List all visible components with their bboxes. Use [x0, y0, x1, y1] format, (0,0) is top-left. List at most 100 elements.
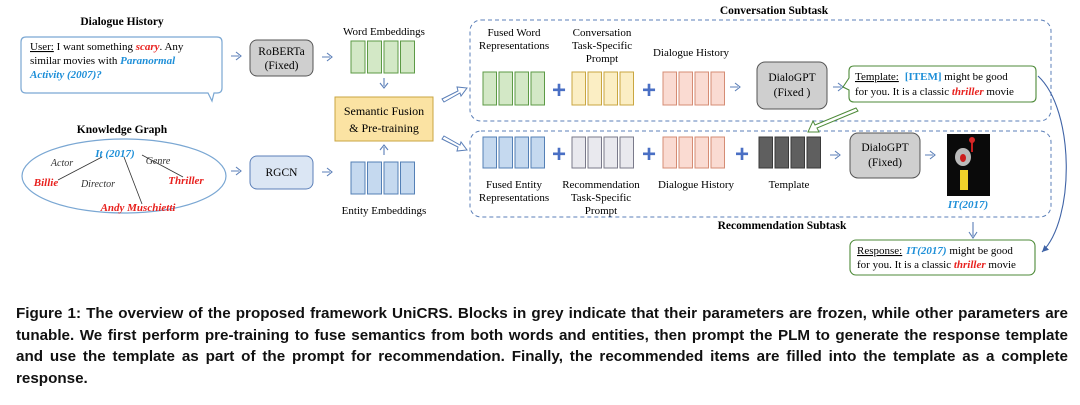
rec-history-label: Dialogue History: [658, 179, 735, 191]
fused-entity-block: [514, 136, 529, 169]
response-line-1: Response:IT(2017) might be good: [857, 245, 1013, 257]
arrow-to-dialogpt2: [830, 150, 841, 160]
fused-entity-block: [498, 136, 513, 169]
word-embedding-block: [367, 40, 382, 74]
kg-director-node: Andy Muschietti: [100, 202, 177, 214]
fused-entity-block: [530, 136, 545, 169]
plus-sign: +: [642, 77, 656, 104]
kg-center-node: It (2017): [94, 148, 134, 160]
entity-embedding-block: [350, 161, 366, 195]
arrow-fusion-to-conversation: [441, 86, 468, 103]
fusion-label-1: Semantic Fusion: [344, 104, 424, 118]
plus-sign: +: [735, 141, 749, 168]
recommendation-blocks: + + +: [482, 136, 821, 169]
edge-genre: [141, 154, 184, 178]
roberta-block: [249, 39, 314, 77]
arrow-fusion-to-recommendation: [441, 135, 468, 152]
conversation-subtask-title: Conversation Subtask: [720, 5, 829, 17]
dialogpt-recommendation-block: [849, 132, 921, 179]
template-bubble: [842, 65, 1037, 103]
word-embedding-block: [350, 40, 366, 74]
template-block: [806, 136, 821, 169]
recommendation-history-block: [694, 136, 709, 169]
conversation-blocks: ++: [482, 71, 725, 106]
recommendation-prompt-block: [603, 136, 618, 169]
word-embedding-block: [400, 40, 415, 74]
roberta-label: RoBERTa: [258, 46, 304, 58]
small-arrows: [231, 51, 936, 177]
template-block: [790, 136, 805, 169]
conv-history-label: Dialogue History: [653, 47, 730, 59]
fused-entity-block: [482, 136, 497, 169]
arrow-word-to-fusion: [379, 78, 389, 89]
arrow-dialogpt2-to-poster: [925, 150, 936, 160]
word-embedding-block: [383, 40, 399, 74]
figure-caption: Figure 1: The overview of the proposed f…: [16, 305, 1068, 387]
dialogue-bubble: [20, 36, 223, 103]
dialogue-line-2: similar movies with Paranormal: [30, 55, 176, 67]
arrow-dialogpt1-to-template: [833, 82, 844, 92]
arrow-to-dialogpt1: [730, 82, 741, 92]
edge-director: [123, 156, 143, 205]
dialogpt1-fixed-label: (Fixed ): [774, 87, 811, 99]
kg-genre-relation: Genre: [146, 156, 171, 167]
entity-embedding-block: [383, 161, 399, 195]
conversation-prompt-block: [619, 71, 634, 106]
knowledge-graph-title: Knowledge Graph: [77, 124, 168, 136]
kg-genre-node: Thriller: [168, 175, 204, 187]
kg-actor-relation: Actor: [50, 158, 73, 169]
roberta-fixed-label: (Fixed): [265, 60, 299, 72]
conversation-history-block: [678, 71, 693, 106]
edge-actor: [57, 156, 103, 181]
conversation-history-block: [694, 71, 709, 106]
fused-word-label-1: Fused Word: [488, 27, 541, 39]
arrow-entity-to-fusion: [379, 144, 389, 155]
kg-director-relation: Director: [80, 179, 115, 190]
rec-prompt-label-1: Recommendation: [562, 179, 640, 191]
recommendation-history-block: [678, 136, 693, 169]
recommendation-prompt-block: [619, 136, 634, 169]
conversation-prompt-block: [571, 71, 586, 106]
rgcn-block: [249, 155, 314, 190]
knowledge-graph-ellipse: [21, 138, 227, 214]
fused-word-block: [530, 71, 545, 106]
recommendation-subtask-title: Recommendation Subtask: [718, 220, 847, 232]
vertical-arrows: [379, 78, 978, 239]
word-embeddings: [350, 40, 415, 74]
entity-embeddings-label: Entity Embeddings: [342, 205, 427, 217]
conversation-prompt-block: [603, 71, 618, 106]
recommendation-prompt-block: [571, 136, 586, 169]
rec-prompt-label-2: Task-Specific: [571, 192, 631, 204]
fused-word-label-2: Representations: [479, 40, 549, 52]
template-block: [758, 136, 773, 169]
arrow-dialogue-to-roberta: [231, 51, 242, 61]
recommendation-history-block: [662, 136, 677, 169]
plus-sign: +: [552, 77, 566, 104]
dialogue-line-1: User: I want something scary. Any: [30, 41, 184, 53]
template-label: Template: [769, 179, 810, 191]
entity-embedding-block: [367, 161, 382, 195]
plus-sign: +: [552, 141, 566, 168]
fused-entity-label-1: Fused Entity: [486, 179, 542, 191]
dialogpt-conversation-block: [756, 61, 828, 110]
plus-sign: +: [642, 141, 656, 168]
fused-entity-label-2: Representations: [479, 192, 549, 204]
template-line-2: for you. It is a classic thriller movie: [855, 86, 1014, 98]
conversation-subtask-box: [469, 19, 1052, 122]
arrow-roberta-to-word: [322, 52, 333, 62]
framework-diagram: Dialogue History User: I want something …: [20, 5, 1067, 276]
dialogue-history-title: Dialogue History: [80, 16, 164, 28]
conv-prompt-label-1: Conversation: [573, 27, 632, 39]
dialogpt2-label: DialoGPT: [861, 142, 908, 154]
arrow-poster-to-response: [968, 222, 978, 239]
recommendation-prompt-block: [587, 136, 602, 169]
template-line-1: Template:[ITEM] might be good: [855, 71, 1008, 83]
rgcn-label: RGCN: [266, 167, 299, 179]
movie-poster-image: [947, 134, 990, 196]
template-block: [774, 136, 789, 169]
template-to-prompt-arrow: [807, 107, 859, 133]
fusion-label-2: & Pre-training: [349, 121, 419, 135]
dialogpt2-fixed-label: (Fixed): [868, 157, 902, 169]
conversation-history-block: [662, 71, 677, 106]
